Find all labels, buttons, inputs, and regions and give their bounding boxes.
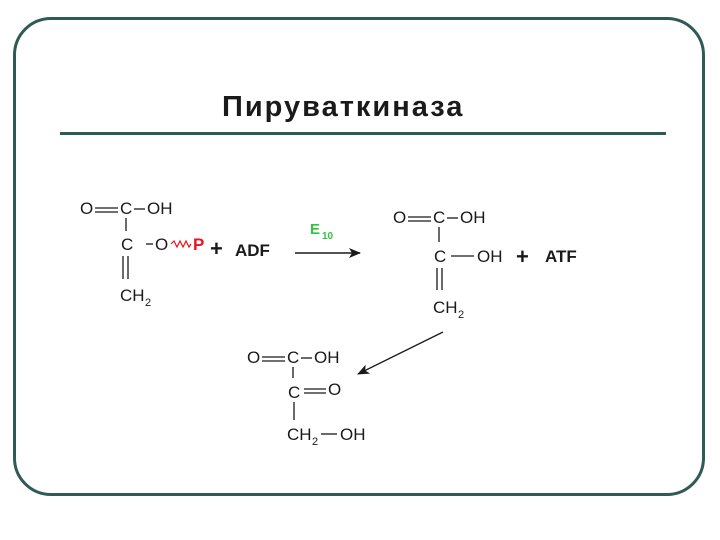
product-hydroxyl-oh: OH	[340, 425, 366, 444]
substrate-c2: C	[121, 235, 133, 254]
substrate-molecule: O C OH C O P CH 2	[80, 199, 204, 309]
substrate-carboxyl-oh: OH	[147, 199, 173, 218]
cofactor-atf: ATF	[545, 247, 577, 266]
high-energy-bond	[170, 239, 192, 249]
phosphate-p: P	[193, 235, 204, 254]
enzyme-subscript: 10	[322, 231, 334, 242]
product-carboxyl-oh: OH	[314, 348, 340, 367]
intermediate-c2: C	[434, 247, 446, 266]
slide-frame	[13, 17, 705, 496]
intermediate-enol-oh: OH	[477, 247, 503, 266]
product-carboxyl-c: C	[287, 348, 299, 367]
tautomerization-arrow	[357, 331, 444, 375]
intermediate-carboxyl-oh: OH	[460, 208, 486, 227]
substrate-sub2: 2	[145, 297, 151, 309]
plus-sign-1: +	[210, 236, 223, 261]
intermediate-carboxyl-c: C	[433, 208, 445, 227]
product-molecule: O C OH C O CH 2 OH	[247, 348, 366, 448]
product-sub2: 2	[312, 436, 318, 448]
enzyme-label: E	[310, 221, 320, 238]
product-ch: CH	[287, 425, 312, 444]
intermediate-sub2: 2	[458, 309, 464, 321]
substrate-carbonyl-o: O	[80, 199, 93, 218]
product-carbonyl-o: O	[247, 348, 260, 367]
intermediate-ch: CH	[433, 298, 458, 317]
product-keto-c: C	[288, 383, 300, 402]
slide-title: Пируваткиназа	[222, 91, 465, 123]
cofactor-adf: ADF	[235, 241, 270, 260]
intermediate-carbonyl-o: O	[393, 208, 406, 227]
substrate-ch: CH	[120, 286, 145, 305]
product-keto-o: O	[328, 380, 341, 399]
title-underline	[60, 132, 666, 135]
plus-sign-2: +	[516, 244, 529, 269]
intermediate-molecule: O C OH C OH CH 2	[393, 208, 503, 321]
substrate-carboxyl-c: C	[120, 199, 132, 218]
substrate-ester-o: O	[155, 235, 168, 254]
